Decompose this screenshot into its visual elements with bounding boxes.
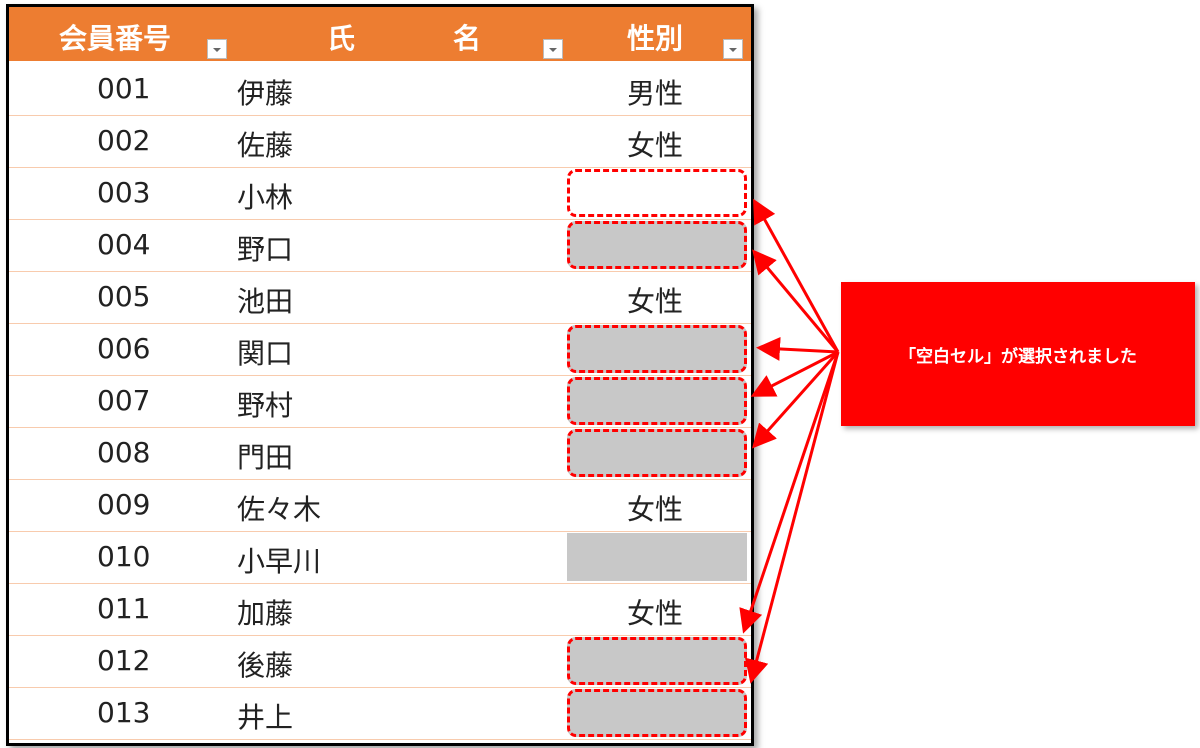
blank-cell[interactable]: [567, 221, 747, 269]
member-gender[interactable]: 女性: [627, 129, 684, 162]
member-name[interactable]: 関口: [237, 337, 294, 370]
member-gender[interactable]: 女性: [627, 285, 684, 318]
member-name[interactable]: 野口: [237, 233, 294, 266]
member-name[interactable]: 池田: [237, 285, 294, 318]
header-name-sei: 氏: [327, 22, 356, 55]
filter-dropdown-icon[interactable]: [543, 39, 563, 59]
table-row: 010 小早川: [9, 532, 751, 584]
blank-cell[interactable]: [567, 429, 747, 477]
member-id[interactable]: 003: [97, 176, 151, 209]
member-name[interactable]: 佐々木: [237, 493, 322, 526]
header-member-id: 会員番号: [59, 22, 172, 55]
member-id[interactable]: 001: [97, 72, 151, 105]
blank-cell[interactable]: [567, 169, 747, 217]
member-gender[interactable]: 女性: [627, 597, 684, 630]
member-gender[interactable]: 女性: [627, 493, 684, 526]
member-name[interactable]: 門田: [237, 441, 294, 474]
member-name[interactable]: 野村: [237, 389, 294, 422]
table-row: 008 門田: [9, 428, 751, 480]
blank-cell[interactable]: [567, 533, 747, 581]
member-id[interactable]: 013: [97, 696, 151, 729]
header-name-mei: 名: [453, 22, 482, 55]
member-id[interactable]: 006: [97, 332, 151, 365]
member-id[interactable]: 004: [97, 228, 151, 261]
member-name[interactable]: 後藤: [237, 649, 294, 682]
member-name[interactable]: 佐藤: [237, 129, 294, 162]
filter-dropdown-icon[interactable]: [723, 39, 743, 59]
table-header: 会員番号 氏 名 性別: [9, 7, 751, 61]
callout-text: 「空白セル」が選択されました: [899, 346, 1137, 367]
table-row: 004 野口: [9, 220, 751, 272]
header-gender: 性別: [627, 22, 684, 55]
table-row: 007 野村: [9, 376, 751, 428]
table-row: 013 井上: [9, 688, 751, 740]
blank-cell[interactable]: [567, 377, 747, 425]
member-id[interactable]: 011: [97, 592, 151, 625]
member-name[interactable]: 伊藤: [237, 77, 294, 110]
table-row: 002 佐藤 女性: [9, 116, 751, 168]
member-name[interactable]: 小早川: [237, 545, 322, 578]
member-id[interactable]: 009: [97, 488, 151, 521]
table-row: 012 後藤: [9, 636, 751, 688]
table-row: 011 加藤 女性: [9, 584, 751, 636]
table-row: 009 佐々木 女性: [9, 480, 751, 532]
member-name[interactable]: 井上: [237, 701, 294, 734]
table-row: 006 関口: [9, 324, 751, 376]
member-gender[interactable]: 男性: [627, 77, 684, 110]
member-name[interactable]: 加藤: [237, 597, 294, 630]
member-id[interactable]: 002: [97, 124, 151, 157]
member-id[interactable]: 012: [97, 644, 151, 677]
member-id[interactable]: 010: [97, 540, 151, 573]
blank-cell[interactable]: [567, 689, 747, 737]
member-id[interactable]: 008: [97, 436, 151, 469]
filter-dropdown-icon[interactable]: [207, 39, 227, 59]
table-row: 001 伊藤 男性: [9, 64, 751, 116]
member-name[interactable]: 小林: [237, 181, 294, 214]
member-id[interactable]: 005: [97, 280, 151, 313]
blank-cell[interactable]: [567, 637, 747, 685]
table-row: 005 池田 女性: [9, 272, 751, 324]
callout-box: 「空白セル」が選択されました: [841, 282, 1195, 426]
table-row: 003 小林: [9, 168, 751, 220]
blank-cell[interactable]: [567, 325, 747, 373]
member-id[interactable]: 007: [97, 384, 151, 417]
